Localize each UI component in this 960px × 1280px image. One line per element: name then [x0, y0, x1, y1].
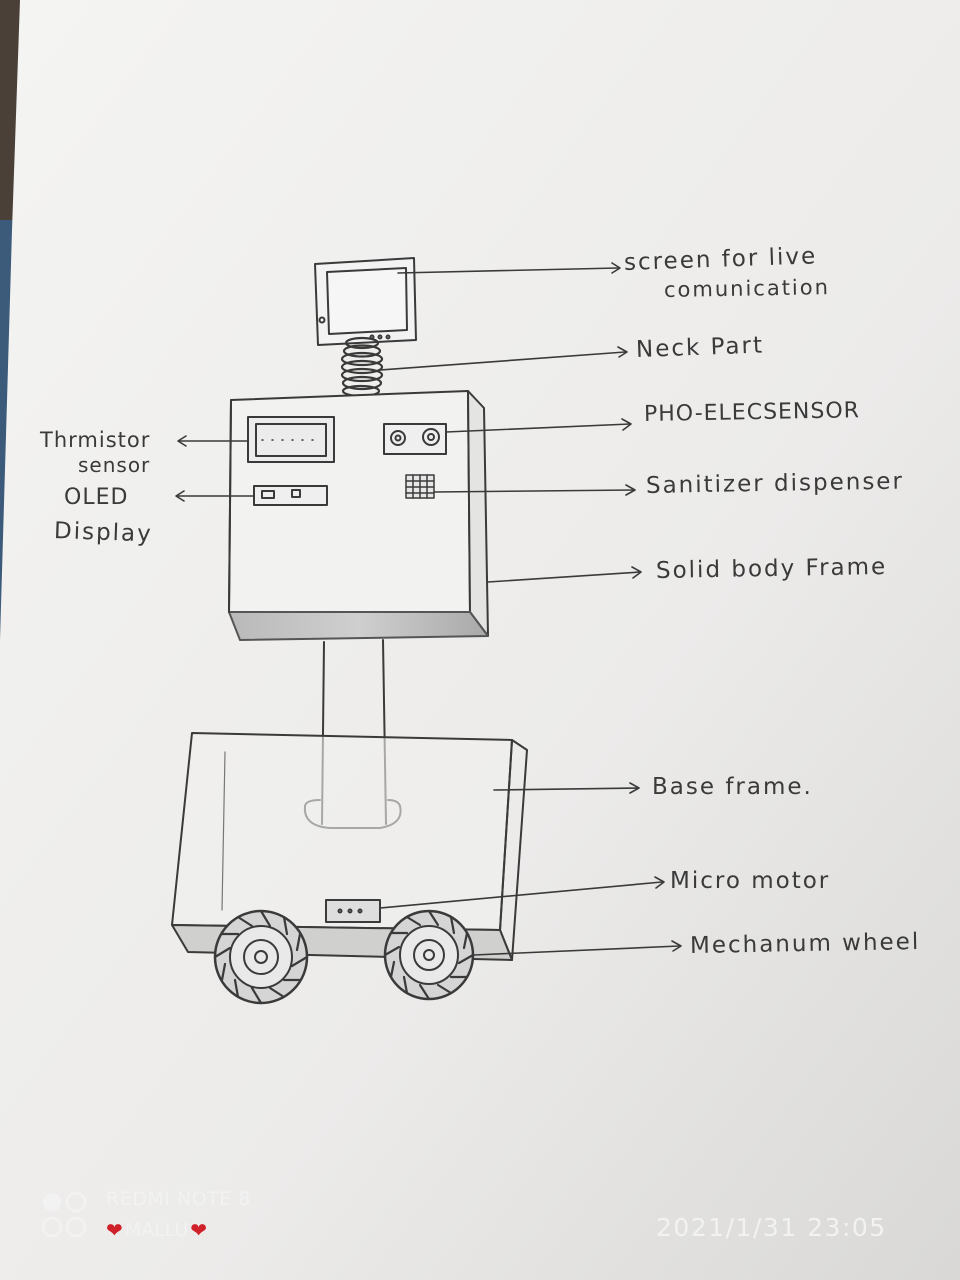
base-frame	[172, 733, 527, 960]
heart-icon: ❤	[106, 1218, 123, 1242]
watermark-user-row: ❤ MALLU ❤	[106, 1218, 207, 1242]
label-body-frame: Solid body Frame	[656, 554, 888, 584]
label-thermistor-line1: Thrmistor	[40, 428, 150, 452]
mechanum-wheel-left	[215, 911, 307, 1003]
label-oled-line1: OLED	[64, 485, 128, 510]
label-photo-sensor: PHO-ELECSENSOR	[644, 398, 860, 427]
label-thermistor-line2: sensor	[78, 453, 150, 477]
label-micro-motor: Micro motor	[670, 868, 830, 894]
label-screen-line2: comunication	[664, 275, 830, 302]
label-base-frame: Base frame.	[652, 774, 813, 800]
heart-icon: ❤	[190, 1218, 207, 1242]
label-neck: Neck Part	[636, 333, 765, 363]
oled-display-block	[254, 486, 327, 505]
micro-motor-block	[326, 900, 380, 922]
watermark-user: MALLU	[125, 1219, 189, 1241]
label-oled-line2: Display	[54, 518, 154, 547]
watermark-datetime: 2021/1/31 23:05	[656, 1213, 887, 1242]
watermark-brand: REDMI NOTE 8	[106, 1188, 251, 1210]
mechanum-wheel-right	[385, 911, 473, 999]
thermistor-sensor-block	[248, 417, 334, 462]
label-wheel: Mechanum wheel	[690, 929, 921, 959]
screen	[315, 258, 416, 345]
sanitizer-grid	[406, 475, 434, 498]
label-sanitizer: Sanitizer dispenser	[646, 469, 904, 499]
photo-sensor-block	[384, 424, 446, 454]
